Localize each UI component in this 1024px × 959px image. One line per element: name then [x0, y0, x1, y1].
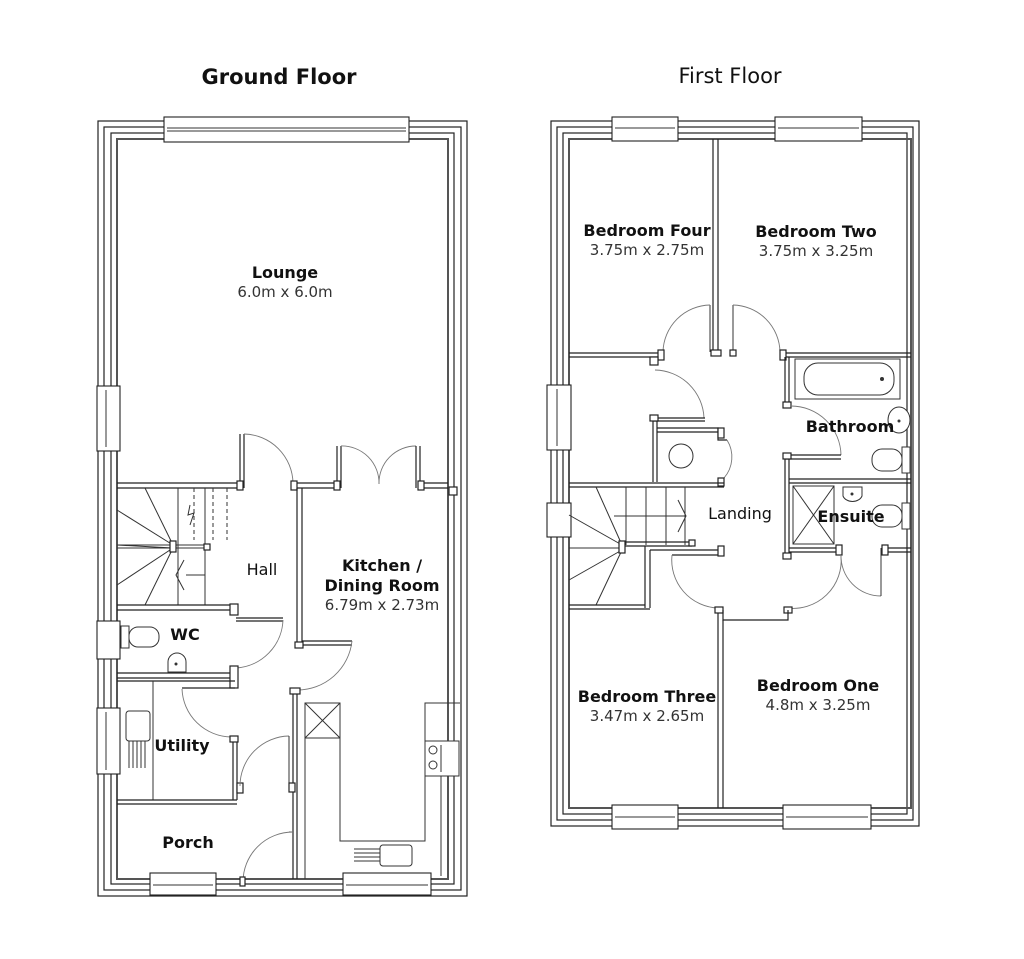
ensuite-shower	[792, 485, 835, 545]
room-landing: Landing	[708, 504, 772, 524]
room-utility: Utility	[154, 736, 209, 756]
airing-cupboard	[649, 414, 733, 487]
room-dimensions: 3.75m x 3.25m	[758, 242, 874, 260]
wc-toilet	[120, 625, 160, 649]
room-dimensions: 3.47m x 2.65m	[589, 707, 705, 725]
ensuite-basin	[842, 486, 863, 502]
room-ensuite: Ensuite	[817, 507, 884, 527]
room-dimensions: 6.79m x 2.73m	[324, 596, 440, 614]
lounge-window	[163, 116, 410, 143]
room-name-line2: Dining Room	[324, 576, 440, 595]
room-name: WC	[170, 625, 200, 644]
room-name: Utility	[154, 736, 210, 755]
room-bathroom: Bathroom	[806, 417, 895, 437]
kitchen-units	[304, 702, 460, 879]
room-name: Bedroom One	[756, 676, 880, 695]
room-dimensions: 3.75m x 2.75m	[589, 241, 705, 259]
ground-floor-plan	[96, 116, 468, 897]
room-dimensions: 6.0m x 6.0m	[237, 283, 333, 301]
first-floor-title: First Floor	[678, 64, 782, 88]
room-name: Lounge	[251, 263, 319, 282]
ground-floor-title: Ground Floor	[201, 65, 357, 89]
room-bedroom-one: Bedroom One 4.8m x 3.25m	[757, 676, 879, 715]
wc-basin	[167, 652, 187, 673]
bathroom-basin	[887, 406, 911, 434]
room-kitchen-dining: Kitchen / Dining Room 6.79m x 2.73m	[324, 556, 439, 615]
first-floor-plan	[546, 116, 920, 830]
room-hall: Hall	[247, 560, 278, 580]
room-porch: Porch	[162, 833, 213, 853]
room-name: Ensuite	[817, 507, 885, 526]
room-lounge: Lounge 6.0m x 6.0m	[237, 263, 332, 302]
room-bedroom-three: Bedroom Three 3.47m x 2.65m	[578, 687, 717, 726]
ensuite-toilet	[871, 502, 911, 530]
room-name: Bedroom Four	[583, 221, 711, 240]
room-name: Hall	[246, 560, 278, 579]
room-name: Bedroom Three	[577, 687, 717, 706]
utility-appliance	[125, 710, 151, 768]
room-bedroom-two: Bedroom Two 3.75m x 3.25m	[755, 222, 877, 261]
kitchen-sink	[354, 844, 413, 867]
bathtub	[794, 358, 901, 400]
staircase-ground	[116, 487, 228, 606]
room-name: Landing	[708, 504, 772, 523]
room-wc: WC	[170, 625, 199, 645]
room-name-line1: Kitchen /	[341, 556, 423, 575]
room-bedroom-four: Bedroom Four 3.75m x 2.75m	[583, 221, 710, 260]
room-name: Bathroom	[805, 417, 895, 436]
room-dimensions: 4.8m x 3.25m	[765, 696, 871, 714]
room-name: Porch	[162, 833, 214, 852]
bathroom-toilet	[871, 446, 911, 474]
room-name: Bedroom Two	[755, 222, 877, 241]
staircase-first	[568, 486, 696, 610]
